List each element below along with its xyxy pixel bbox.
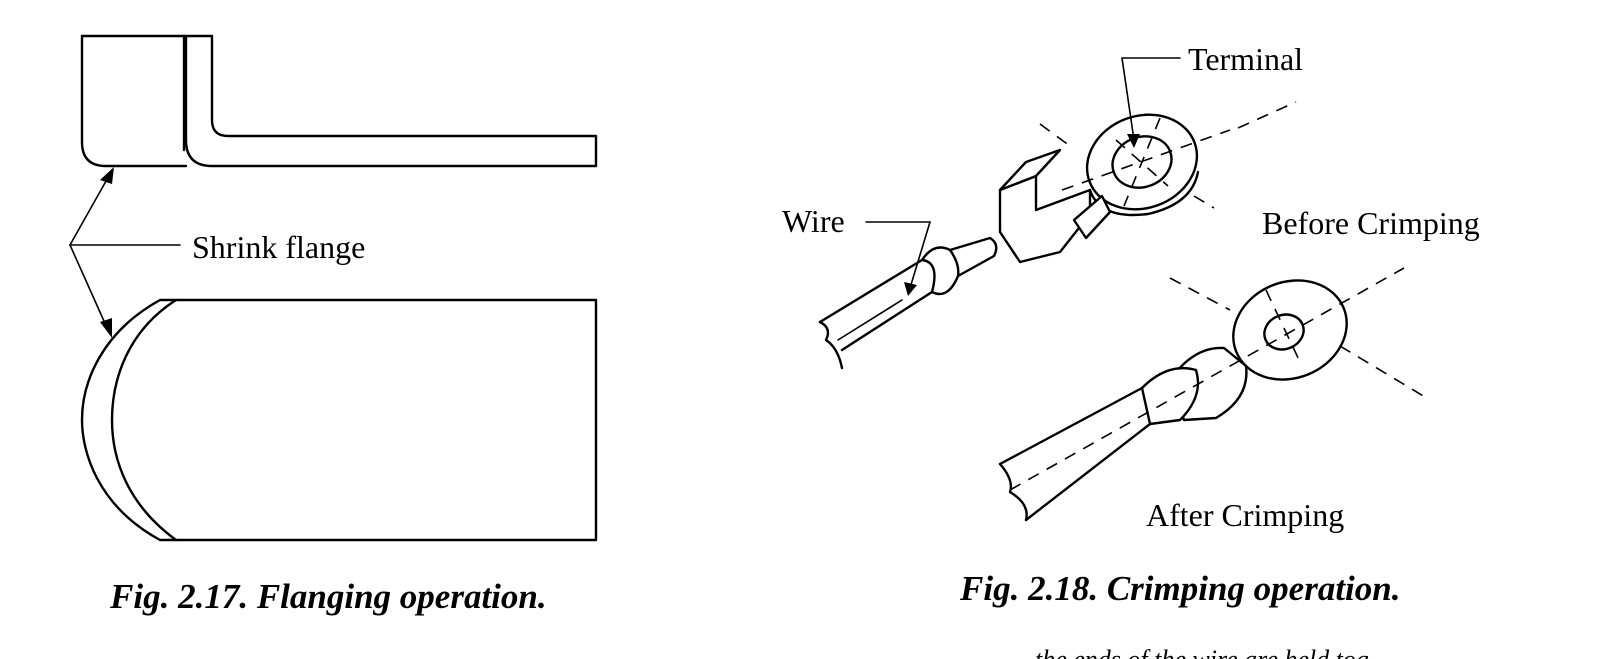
wire-label: Wire (782, 203, 845, 239)
terminal-after (998, 267, 1431, 522)
shrink-flange-leaders (69, 167, 181, 338)
flange-side-view (80, 34, 598, 168)
wire-before (818, 236, 998, 370)
crimping-leaders (865, 57, 1181, 296)
flanging-figure: Shrink flange Fig. 2.17. Flanging operat… (69, 34, 598, 616)
terminal-before (998, 101, 1297, 264)
terminal-label: Terminal (1188, 41, 1303, 77)
fig-2-18-caption: Fig. 2.18. Crimping operation. (959, 569, 1401, 608)
fig-2-17-caption: Fig. 2.17. Flanging operation. (109, 577, 547, 616)
flange-top-view (80, 298, 598, 542)
after-crimping-label: After Crimping (1146, 497, 1344, 533)
before-crimping-label: Before Crimping (1262, 205, 1480, 241)
cut-off-body-text: the ends of the wire are held tog (1035, 645, 1369, 659)
shrink-flange-label: Shrink flange (192, 229, 365, 265)
crimping-figure: Terminal Wire Before Crimping After Crim… (782, 41, 1480, 608)
